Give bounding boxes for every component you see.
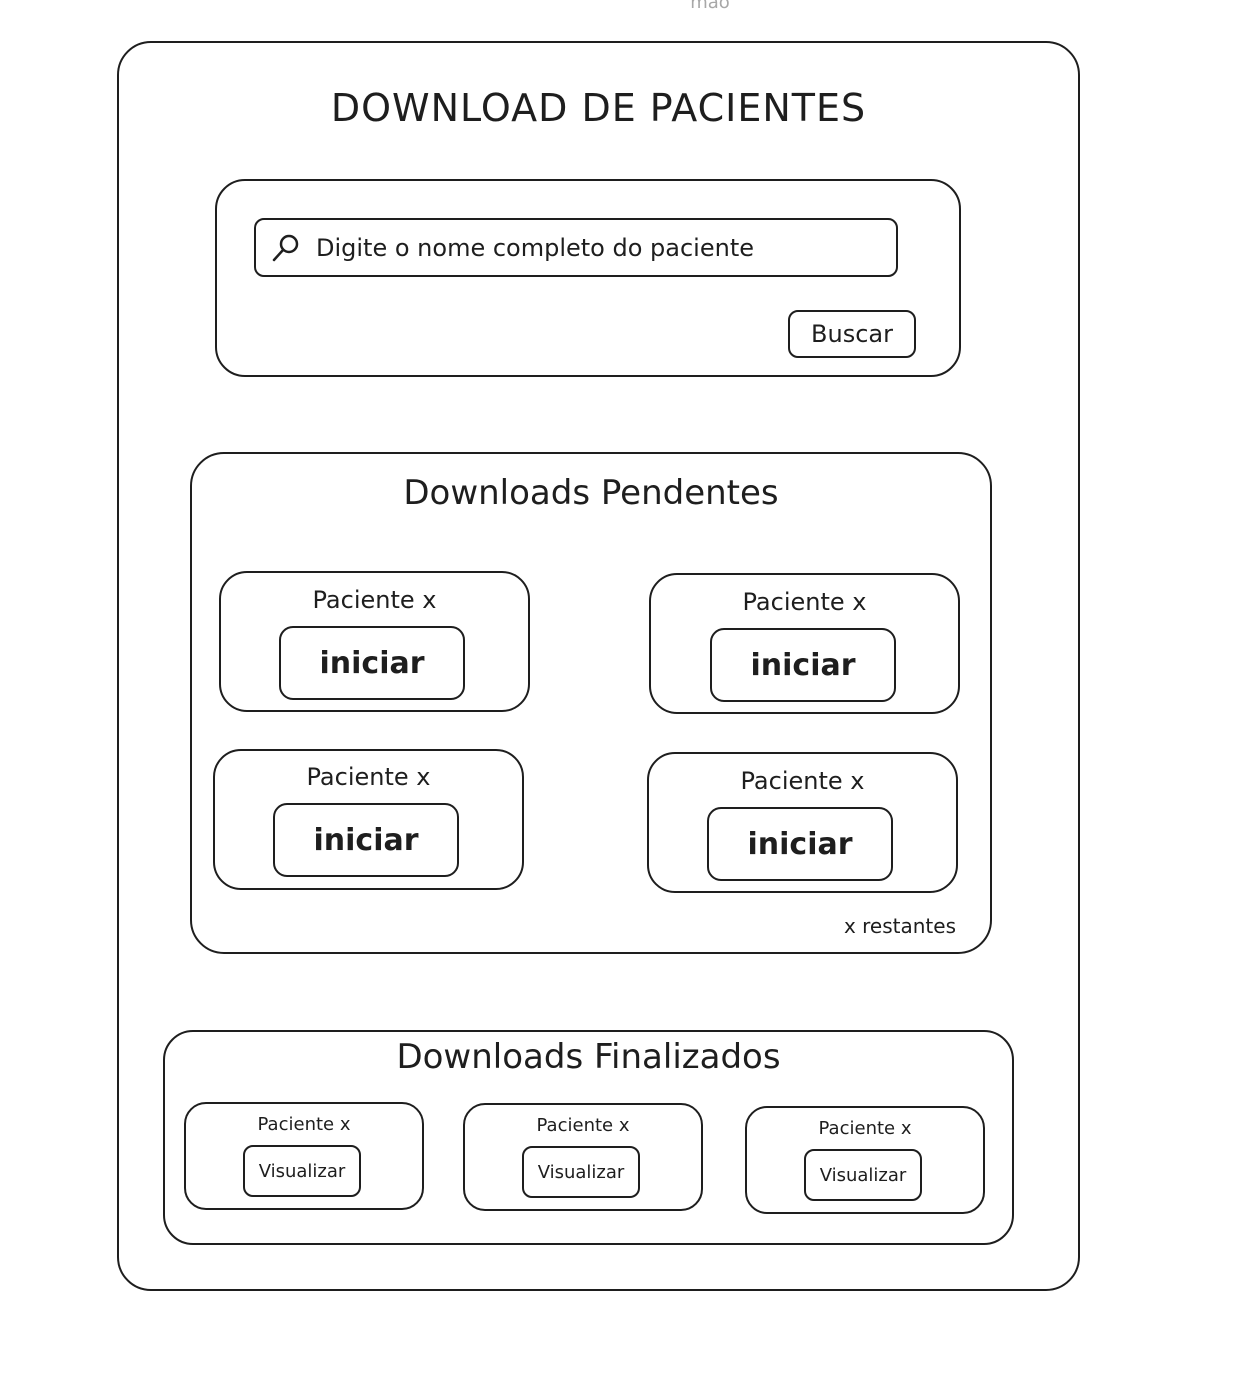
page-title: DOWNLOAD DE PACIENTES (330, 86, 867, 130)
start-download-button[interactable]: iniciar (279, 626, 465, 700)
start-download-button[interactable]: iniciar (273, 803, 459, 877)
search-placeholder: Digite o nome completo do paciente (316, 233, 754, 262)
start-download-button[interactable]: iniciar (707, 807, 893, 881)
remaining-count: x restantes (843, 914, 956, 938)
pending-downloads-title: Downloads Pendentes (403, 473, 779, 513)
patient-name: Paciente x (536, 1115, 630, 1136)
view-button[interactable]: Visualizar (522, 1146, 640, 1198)
search-button[interactable]: Buscar (788, 310, 916, 358)
patient-name: Paciente x (740, 767, 865, 795)
start-download-button[interactable]: iniciar (710, 628, 896, 702)
view-button[interactable]: Visualizar (243, 1145, 361, 1197)
view-button[interactable]: Visualizar (804, 1149, 922, 1201)
patient-name: Paciente x (306, 763, 431, 791)
search-input[interactable]: Digite o nome completo do paciente (254, 218, 898, 277)
patient-name: Paciente x (312, 586, 437, 614)
patient-name: Paciente x (818, 1118, 912, 1139)
finished-downloads-title: Downloads Finalizados (396, 1037, 781, 1077)
patient-name: Paciente x (742, 588, 867, 616)
patient-name: Paciente x (257, 1114, 351, 1135)
search-icon (272, 234, 299, 261)
top-label: mao (690, 0, 730, 13)
